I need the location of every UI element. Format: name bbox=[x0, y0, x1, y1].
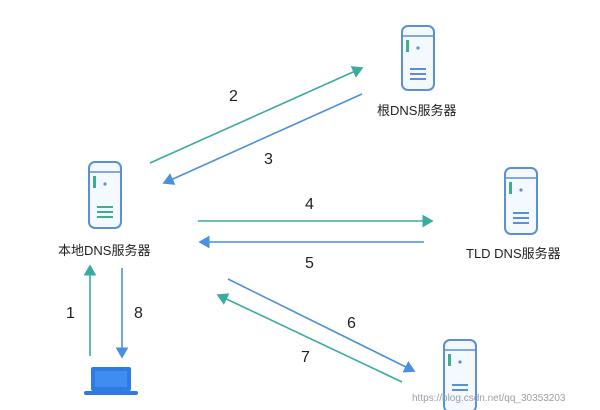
client-laptop-icon bbox=[84, 367, 138, 395]
authoritative-dns-server-icon bbox=[443, 339, 477, 410]
step-3-number: 3 bbox=[264, 151, 273, 168]
step-5-number: 5 bbox=[305, 255, 314, 272]
root-dns-label: 根DNS服务器 bbox=[377, 103, 457, 118]
root-dns-server-icon bbox=[401, 25, 435, 91]
tld-dns-server-icon bbox=[504, 167, 538, 235]
step-1-number: 1 bbox=[66, 305, 75, 322]
tld-dns-label: TLD DNS服务器 bbox=[466, 246, 561, 261]
step-4-number: 4 bbox=[305, 196, 314, 213]
arrow-step-7 bbox=[216, 293, 403, 383]
local-dns-label: 本地DNS服务器 bbox=[58, 243, 151, 258]
arrow-step-2 bbox=[149, 66, 364, 164]
step-6-number: 6 bbox=[347, 315, 356, 332]
local-dns-server-icon bbox=[88, 161, 122, 229]
step-8-number: 8 bbox=[134, 305, 143, 322]
watermark-text: https://blog.csdn.net/qq_30353203 bbox=[412, 393, 566, 404]
step-2-number: 2 bbox=[229, 88, 238, 105]
arrow-step-3 bbox=[162, 93, 363, 185]
step-7-number: 7 bbox=[301, 349, 310, 366]
arrow-step-6 bbox=[227, 278, 416, 373]
